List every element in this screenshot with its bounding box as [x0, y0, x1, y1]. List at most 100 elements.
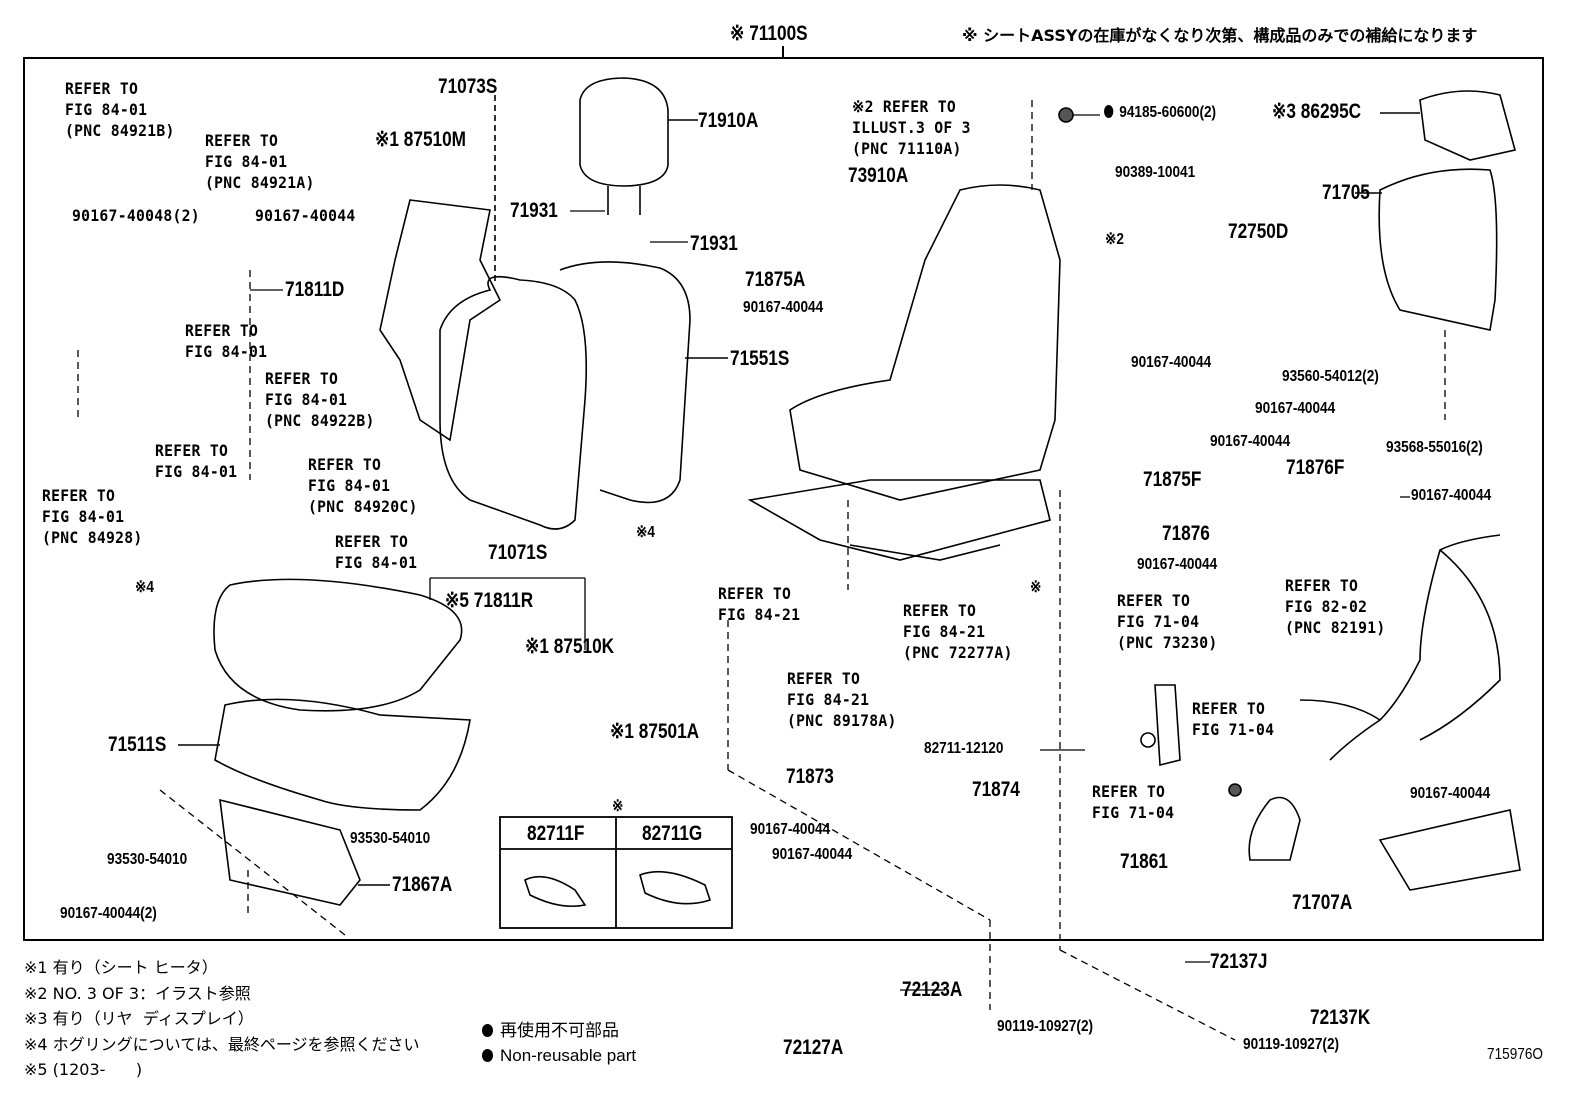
callout-label: 90167-40044(2)	[60, 905, 157, 922]
note-marker: ※	[1030, 579, 1042, 596]
part-number: 72137J	[1210, 950, 1268, 973]
callout-label: 90167-40044	[1410, 785, 1491, 802]
part-number: ※1 87501A	[610, 720, 700, 743]
part-number: 71861	[1120, 850, 1168, 873]
callout-label: 90167-40044	[772, 846, 853, 863]
display-bracket	[1419, 90, 1516, 161]
part-number: 72127A	[783, 1036, 844, 1059]
callout-label: 90167-40044	[1210, 433, 1291, 450]
legend-jp: 再使用不可部品	[500, 1021, 619, 1040]
part-number: 82711G	[642, 822, 703, 845]
footnotes: ※1 有り（シート ヒータ） ※2 NO. 3 OF 3：イラスト参照 ※3 有…	[24, 955, 420, 1083]
callout-label: 90167-40044	[1137, 556, 1218, 573]
seat-cushion	[213, 578, 463, 712]
callout-label: REFER TO FIG 84-21 (PNC 72277A)	[903, 601, 1013, 662]
seatback-board	[1378, 168, 1498, 331]
part-number: 71705	[1322, 181, 1370, 204]
callout-label: 90119-10927(2)	[997, 1018, 1094, 1035]
part-number: 71874	[972, 778, 1020, 801]
part-number: 73910A	[848, 164, 909, 187]
part-number: 71867A	[392, 873, 453, 896]
part-number: 72137K	[1310, 1006, 1371, 1029]
note-marker: ※	[612, 798, 624, 815]
footnote: ※4 ホグリングについては、最終ページを参照ください	[24, 1034, 420, 1054]
part-number: 71073S	[438, 75, 498, 98]
callout-label: ※2 REFER TO ILLUST.3 OF 3 (PNC 71110A)	[852, 97, 971, 158]
part-number: ※3 86295C	[1272, 100, 1362, 123]
part-number: 72123A	[902, 978, 963, 1001]
callout-label: 90119-10927(2)	[1243, 1036, 1340, 1053]
callout-label: 90167-40044	[743, 299, 824, 316]
part-number: ※5 71811R	[445, 589, 534, 612]
part-number: 71707A	[1292, 891, 1353, 914]
callout-label: REFER TO FIG 84-21 (PNC 89178A)	[787, 669, 897, 730]
seatback-cover	[439, 275, 588, 530]
part-number: 82711F	[527, 822, 585, 845]
callout-label: REFER TO FIG 84-01	[335, 532, 418, 572]
part-number: ※1 87510K	[525, 635, 615, 658]
part-number: 71876	[1162, 522, 1210, 545]
non-reusable-part-label: 94185-60600(2)	[1104, 104, 1216, 122]
side-cover	[1248, 796, 1301, 861]
callout-label: 90167-40048(2)	[72, 206, 200, 225]
callout-label: 90389-10041	[1115, 164, 1196, 181]
part-number: ※1 87510M	[375, 128, 467, 151]
cushion-pad	[214, 698, 471, 811]
callout-label: 82711-12120	[924, 740, 1004, 757]
footnote: ※3 有り（リヤ ディスプレイ）	[24, 1009, 254, 1028]
note-marker: ※2	[1105, 231, 1124, 248]
callout-label: REFER TO FIG 71-04	[1092, 782, 1175, 822]
callout-label: REFER TO FIG 84-01 (PNC 84922B)	[265, 369, 375, 430]
seat-frame	[789, 184, 1061, 501]
assembly-part-number: ※ 71100S	[730, 22, 808, 45]
part-number: 71876F	[1286, 456, 1345, 479]
seat-belt-buckle	[1154, 684, 1181, 767]
callout-label: REFER TO FIG 84-01 (PNC 84920C)	[308, 455, 418, 516]
callout-label: REFER TO FIG 84-01	[155, 441, 238, 481]
callout-label: REFER TO FIG 84-01 (PNC 84928)	[42, 486, 143, 547]
stock-note: ※ シートASSYの在庫がなくなり次第、構成品のみでの補給になります	[962, 26, 1478, 45]
footnote: ※5 (1203- )	[24, 1060, 143, 1079]
part-number: 71931	[510, 199, 558, 222]
part-number: 71875F	[1143, 468, 1202, 491]
callout-label: REFER TO FIG 82-02 (PNC 82191)	[1285, 576, 1386, 637]
wire-harness	[1299, 534, 1501, 761]
note-marker: ※4	[636, 524, 655, 541]
part-number: 71551S	[730, 347, 790, 370]
illustration-id: 715976O	[1487, 1046, 1543, 1063]
callout-label: REFER TO FIG 84-01 (PNC 84921A)	[205, 131, 315, 192]
part-number: 71875A	[745, 268, 806, 291]
note-marker: ※4	[135, 579, 154, 596]
part-number: 71873	[786, 765, 834, 788]
filled-circle-bullet-icon	[482, 1049, 493, 1062]
non-reusable-bullet-icon	[1104, 105, 1114, 118]
heater-mat	[379, 199, 502, 442]
footnote: ※1 有り（シート ヒータ）	[24, 958, 218, 977]
headrest	[579, 77, 669, 187]
cushion-trim	[219, 798, 361, 906]
legend-en: Non-reusable part	[500, 1046, 637, 1065]
part-number: 71511S	[108, 733, 167, 756]
seat-cover-under	[1378, 809, 1521, 891]
callout-label: 90167-40044	[1131, 354, 1212, 371]
callout-label: 93568-55016(2)	[1386, 439, 1483, 456]
part-number-text: 94185-60600(2)	[1119, 104, 1217, 121]
part-number: 72750D	[1228, 220, 1289, 243]
part-number: 71910A	[698, 109, 759, 132]
callout-label: 90167-40044	[1411, 487, 1492, 504]
callout-label: 93560-54012(2)	[1282, 368, 1379, 385]
callout-label: 90167-40044	[255, 206, 356, 225]
callout-label: REFER TO FIG 71-04 (PNC 73230)	[1117, 591, 1218, 652]
callout-label: REFER TO FIG 84-21	[718, 584, 801, 624]
legend: 再使用不可部品 Non-reusable part	[482, 1018, 636, 1068]
callout-label: REFER TO FIG 71-04	[1192, 699, 1275, 739]
part-number: 71931	[690, 232, 738, 255]
footnote: ※2 NO. 3 OF 3：イラスト参照	[24, 983, 251, 1003]
part-number: 71811D	[285, 278, 345, 301]
callout-label: REFER TO FIG 84-01	[185, 321, 268, 361]
callout-label: 93530-54010	[107, 851, 188, 868]
callout-label: 90167-40044	[750, 821, 831, 838]
callout-label: REFER TO FIG 84-01 (PNC 84921B)	[65, 79, 175, 140]
callout-label: 93530-54010	[350, 830, 431, 847]
